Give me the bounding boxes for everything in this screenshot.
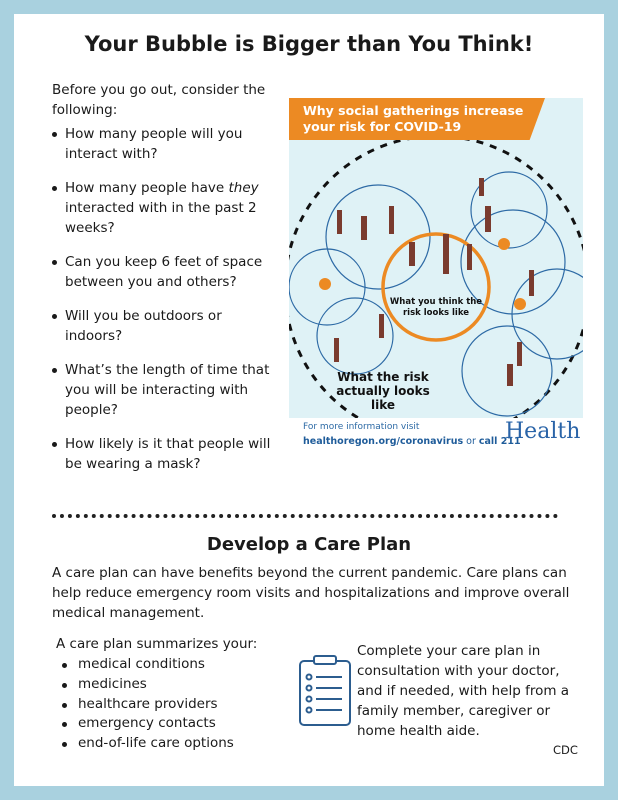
or-text: or <box>463 436 479 447</box>
website-link[interactable]: healthoregon.org/coronavirus <box>303 436 464 447</box>
dotted-divider <box>52 514 558 518</box>
list-item: medicines <box>62 675 234 695</box>
clipboard-icon <box>299 655 351 726</box>
intro-text: Before you go out, consider the followin… <box>52 82 266 118</box>
list-item: healthcare providers <box>62 695 234 715</box>
list-item: How many people have they interacted wit… <box>52 178 277 238</box>
page-title: Your Bubble is Bigger than You Think! <box>84 32 534 56</box>
care-plan-paragraph: A care plan can have benefits beyond the… <box>52 565 570 621</box>
list-item: Can you keep 6 feet of space between you… <box>52 252 277 292</box>
source-credit: CDC <box>553 743 578 757</box>
list-item: Will you be outdoors or indoors? <box>52 306 277 346</box>
infographic-banner: Why social gatherings increase your risk… <box>289 98 545 140</box>
infographic-footer <box>289 418 583 452</box>
list-item: How likely is it that people will be wea… <box>52 434 277 474</box>
more-info-text: For more information visit <box>303 422 420 432</box>
summary-intro: A care plan summarizes your: <box>56 636 258 652</box>
complete-plan-text: Complete your care plan in consultation … <box>357 643 570 739</box>
section-heading: Develop a Care Plan <box>206 534 412 555</box>
list-item: emergency contacts <box>62 714 234 734</box>
list-item: What’s the length of time that you will … <box>52 360 277 420</box>
questions-list: How many people will you interact with? … <box>52 124 277 488</box>
list-item: end-of-life care options <box>62 734 234 754</box>
more-info-link[interactable]: healthoregon.org/coronavirus or call 211 <box>303 436 521 447</box>
list-item: medical conditions <box>62 655 234 675</box>
oha-logo: Health <box>505 419 581 444</box>
care-items-list: medical conditions medicines healthcare … <box>62 655 234 754</box>
phone-link[interactable]: call 211 <box>478 436 521 447</box>
list-item: How many people will you interact with? <box>52 124 277 164</box>
